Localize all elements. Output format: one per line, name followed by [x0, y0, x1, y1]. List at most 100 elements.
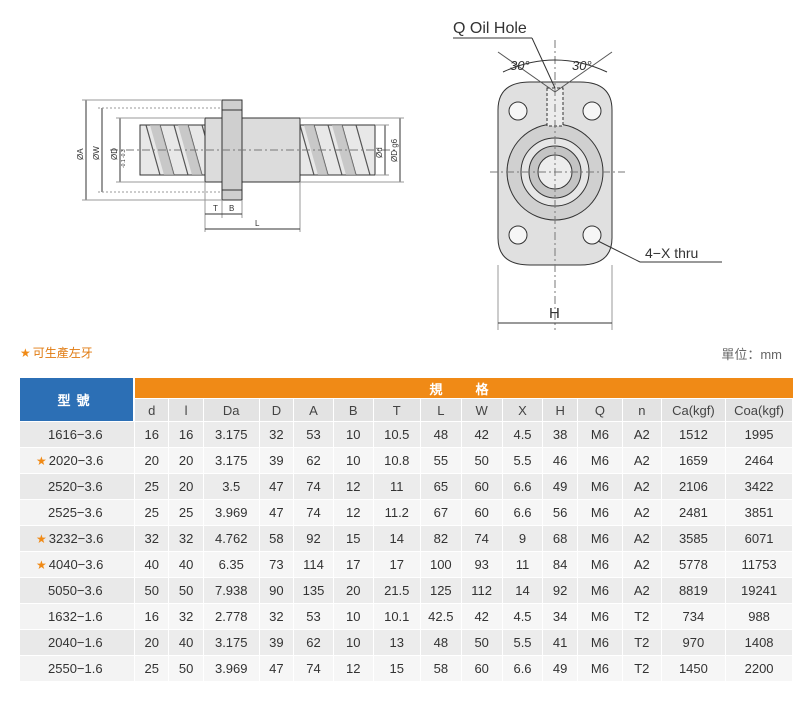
table-cell: 2200 [726, 655, 793, 681]
h-dimension-label: H [549, 305, 560, 322]
table-cell: 125 [420, 577, 462, 603]
table-cell: M6 [577, 655, 623, 681]
table-cell: 1995 [726, 421, 793, 447]
table-cell: 14 [373, 525, 421, 551]
model-cell: ★2020−3.6 [20, 447, 136, 473]
table-cell: 3.969 [203, 499, 260, 525]
table-cell: 68 [543, 525, 578, 551]
table-cell: 6.6 [502, 655, 544, 681]
table-cell: 39 [259, 447, 295, 473]
table-cell: 84 [543, 551, 578, 577]
table-cell: 67 [420, 499, 462, 525]
model-cell: 2520−3.6 [20, 473, 136, 499]
table-cell: 6071 [726, 525, 793, 551]
table-cell: 10.1 [373, 603, 421, 629]
table-cell: 32 [259, 603, 295, 629]
table-cell: 2.778 [203, 603, 260, 629]
model-cell: 2040−1.6 [20, 629, 136, 655]
model-cell: 1616−3.6 [20, 421, 136, 447]
model-text: 2040−1.6 [48, 635, 103, 650]
table-cell: 100 [420, 551, 462, 577]
spec-header: 規 格 [135, 378, 793, 398]
table-cell: 16 [169, 421, 204, 447]
table-cell: 47 [259, 473, 295, 499]
table-cell: M6 [577, 603, 623, 629]
table-cell: T2 [622, 655, 662, 681]
table-cell: T2 [622, 603, 662, 629]
table-cell: 40 [169, 551, 204, 577]
model-cell: 2525−3.6 [20, 499, 136, 525]
table-cell: M6 [577, 551, 623, 577]
table-cell: 12 [333, 655, 374, 681]
oil-hole-label: Q Oil Hole [453, 20, 527, 37]
model-text: 2520−3.6 [48, 479, 103, 494]
table-cell: 5778 [661, 551, 727, 577]
table-cell: 1408 [726, 629, 793, 655]
left-thread-text: 可生產左牙 [32, 346, 93, 360]
table-cell: 4.5 [502, 603, 544, 629]
table-cell: 11753 [726, 551, 793, 577]
model-text: 1616−3.6 [48, 427, 103, 442]
table-cell: 25 [135, 499, 170, 525]
table-cell: 7.938 [203, 577, 260, 603]
table-cell: 41 [543, 629, 578, 655]
table-cell: 12 [333, 473, 374, 499]
table-cell: 53 [294, 603, 334, 629]
model-text: 2020−3.6 [48, 453, 104, 468]
table-cell: T2 [622, 629, 662, 655]
table-cell: 13 [373, 629, 421, 655]
table-cell: 42.5 [420, 603, 462, 629]
table-cell: 114 [294, 551, 334, 577]
table-cell: 42 [461, 421, 503, 447]
table-cell: 53 [294, 421, 334, 447]
table-cell: 10 [333, 629, 374, 655]
table-cell: 11 [502, 551, 544, 577]
table-cell: 988 [726, 603, 793, 629]
table-cell: 2106 [661, 473, 727, 499]
column-header: W [461, 398, 503, 421]
table-cell: 50 [169, 655, 204, 681]
table-cell: 74 [294, 473, 334, 499]
model-cell: 1632−1.6 [20, 603, 136, 629]
table-cell: 47 [259, 655, 295, 681]
table-cell: 17 [333, 551, 374, 577]
table-cell: 49 [543, 473, 578, 499]
table-cell: 3.5 [203, 473, 260, 499]
table-cell: 42 [461, 603, 503, 629]
table-cell: 32 [169, 525, 204, 551]
model-text: 2550−1.6 [48, 661, 103, 676]
star-icon: ★ [36, 532, 47, 546]
table-cell: 15 [333, 525, 374, 551]
table-cell: 25 [135, 655, 170, 681]
table-cell: 15 [373, 655, 421, 681]
table-cell: A2 [622, 551, 662, 577]
table-cell: M6 [577, 447, 623, 473]
table-cell: 135 [294, 577, 334, 603]
table-cell: 112 [461, 577, 503, 603]
model-text: 5050−3.6 [48, 583, 103, 598]
table-cell: 50 [135, 577, 170, 603]
dg6-dimension-label: ØD g6 [390, 138, 399, 162]
unit-note: 單位：mm [721, 347, 782, 362]
table-cell: M6 [577, 499, 623, 525]
table-cell: 74 [294, 499, 334, 525]
table-cell: 10.8 [373, 447, 421, 473]
dd-tolerance-label: -0.1 -0.3 [121, 149, 127, 168]
dd-dimension-label: ØD [110, 148, 119, 160]
table-cell: 3585 [661, 525, 727, 551]
star-icon: ★ [36, 558, 47, 572]
table-cell: 6.35 [203, 551, 260, 577]
model-cell: ★3232−3.6 [20, 525, 136, 551]
column-header: n [622, 398, 662, 421]
table-cell: 39 [259, 629, 295, 655]
table-cell: 2481 [661, 499, 727, 525]
table-cell: 55 [420, 447, 462, 473]
thru-label: 4−X thru [645, 245, 698, 261]
table-cell: 12 [333, 499, 374, 525]
